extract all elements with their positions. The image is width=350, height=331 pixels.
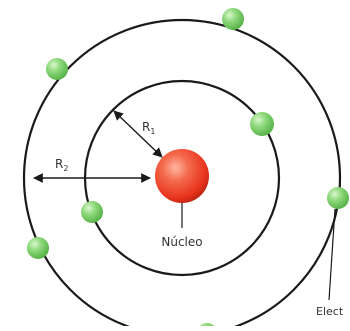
electron <box>250 112 274 136</box>
r1-label-subscript: 1 <box>150 127 155 136</box>
r1-label: R1 <box>142 120 155 136</box>
electron-pointer-line <box>328 208 336 301</box>
electron-label: Elect <box>316 305 344 318</box>
electron <box>81 201 103 223</box>
r1-arrow <box>113 110 163 158</box>
electron <box>222 8 244 30</box>
nucleus <box>155 149 209 203</box>
r2-label: R2 <box>55 157 68 173</box>
electron <box>327 187 349 209</box>
r2-label-subscript: 2 <box>63 164 68 173</box>
electron <box>27 237 49 259</box>
outer-orbit <box>22 18 342 331</box>
electron <box>46 58 68 80</box>
nucleus-label: Núcleo <box>161 235 202 249</box>
